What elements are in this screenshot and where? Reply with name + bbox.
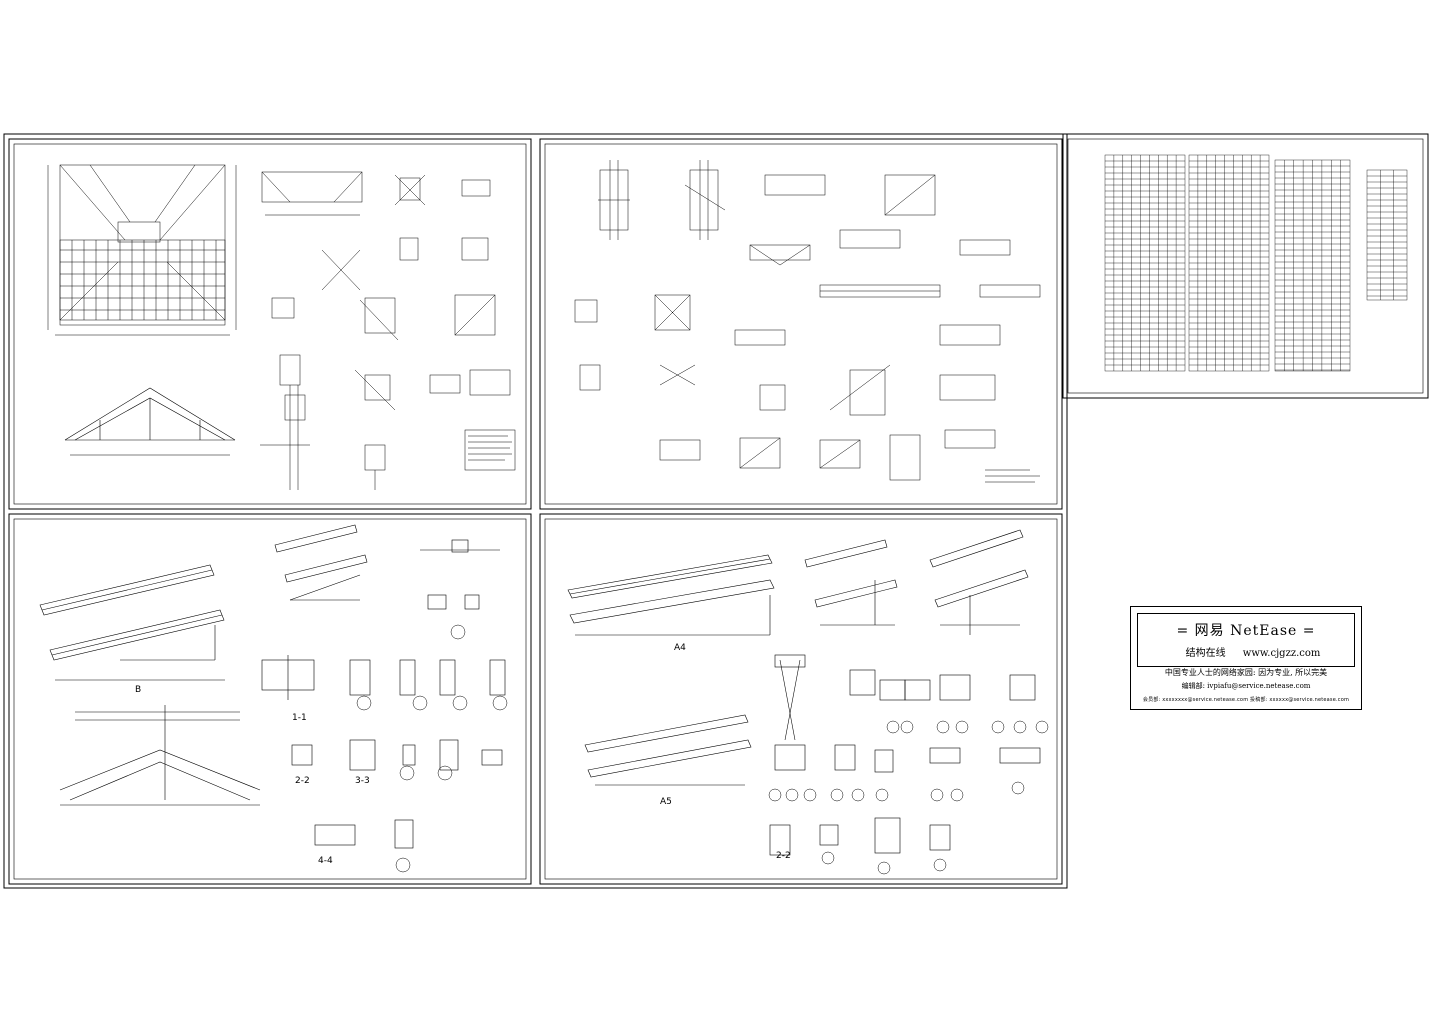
truss-elevation: [64, 387, 236, 456]
stamp-editor: 编辑部: ivpiafu@service.netease.com: [1181, 682, 1311, 690]
stamp-subtitle-row: 结构在线 www.cjgzz.com: [1138, 644, 1354, 659]
label-a4: A4: [674, 643, 686, 653]
label-sheet4-sec-2-2: 2-2: [776, 851, 791, 861]
label-sec-2-2: 2-2: [295, 776, 310, 786]
roof-plan-view: [47, 164, 237, 336]
outer-frame: [3, 133, 1068, 889]
stamp-footer: 会员部: xxxxxxxx@service.netease.com 投稿部: x…: [1142, 697, 1350, 703]
sheet-joint-details: [539, 138, 1063, 510]
sheet1-details: [260, 171, 516, 490]
label-b: B: [135, 685, 141, 695]
sheet-truss-members-a: A4 A5 2-2: [539, 513, 1063, 885]
label-sec-3-3: 3-3: [355, 776, 370, 786]
label-sec-4-4: 4-4: [318, 856, 333, 866]
stamp-title: = 网易 NetEase =: [1176, 623, 1316, 639]
sheet-roof-plan: [8, 138, 532, 510]
stamp-url: www.cjgzz.com: [1242, 648, 1321, 659]
sheet1-notes: [468, 435, 512, 461]
stamp-subtitle: 结构在线: [1185, 648, 1226, 659]
stamp-header: = 网易 NetEase = 结构在线 www.cjgzz.com: [1137, 613, 1355, 667]
label-sec-1-1: 1-1: [292, 713, 307, 723]
label-a5: A5: [660, 797, 672, 807]
sheet-truss-members-b: B 1-1 2-2 3-3 4-4: [8, 513, 532, 885]
netease-stamp: = 网易 NetEase = 结构在线 www.cjgzz.com 中国专业人士…: [1130, 606, 1362, 710]
sheet-material-tables: [1062, 133, 1429, 399]
stamp-tagline: 中国专业人士的网络家园: 因为专业, 所以完美: [1164, 668, 1328, 677]
